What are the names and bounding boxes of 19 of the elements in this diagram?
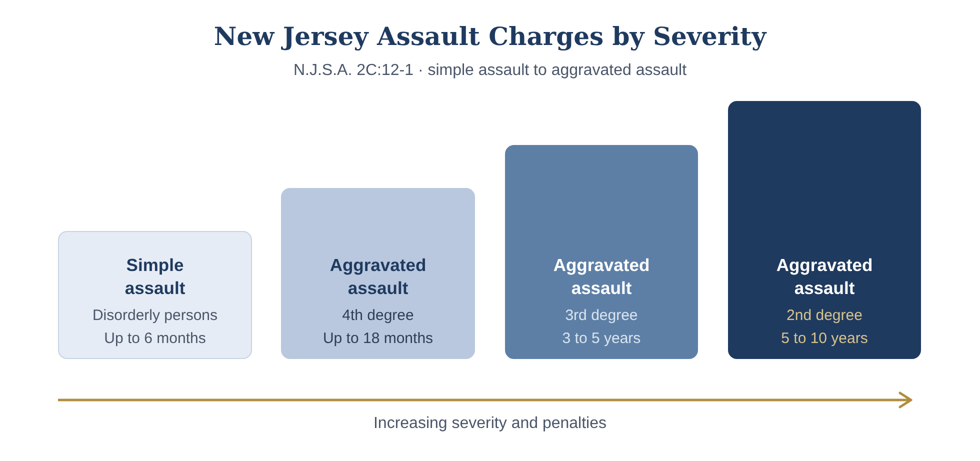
chart-title: New Jersey Assault Charges by Severity — [214, 22, 766, 51]
axis-label: Increasing severity and penalties — [373, 415, 607, 433]
charge-box — [281, 188, 475, 359]
charge-box — [58, 231, 252, 359]
offense-name: Aggravated assault — [775, 254, 874, 300]
charge-box — [505, 145, 698, 359]
penalty-text: 5 to 10 years — [781, 329, 868, 349]
classification-text: 2nd degree — [786, 306, 862, 326]
penalty-text: Up to 18 months — [322, 329, 434, 349]
classification-text: Disorderly persons — [92, 306, 218, 326]
offense-name: Aggravated assault — [552, 254, 651, 300]
offense-name: Simple assault — [124, 254, 186, 300]
subtitle: N.J.S.A. 2C:12-1 · simple assault to aggravated assault — [293, 62, 687, 80]
offense-name: Aggravated assault — [328, 254, 428, 300]
charge-box — [728, 101, 921, 359]
classification-text: 4th degree — [342, 306, 414, 326]
penalty-text: 3 to 5 years — [562, 329, 641, 349]
penalty-text: Up to 6 months — [104, 329, 206, 349]
classification-text: 3rd degree — [565, 306, 638, 326]
